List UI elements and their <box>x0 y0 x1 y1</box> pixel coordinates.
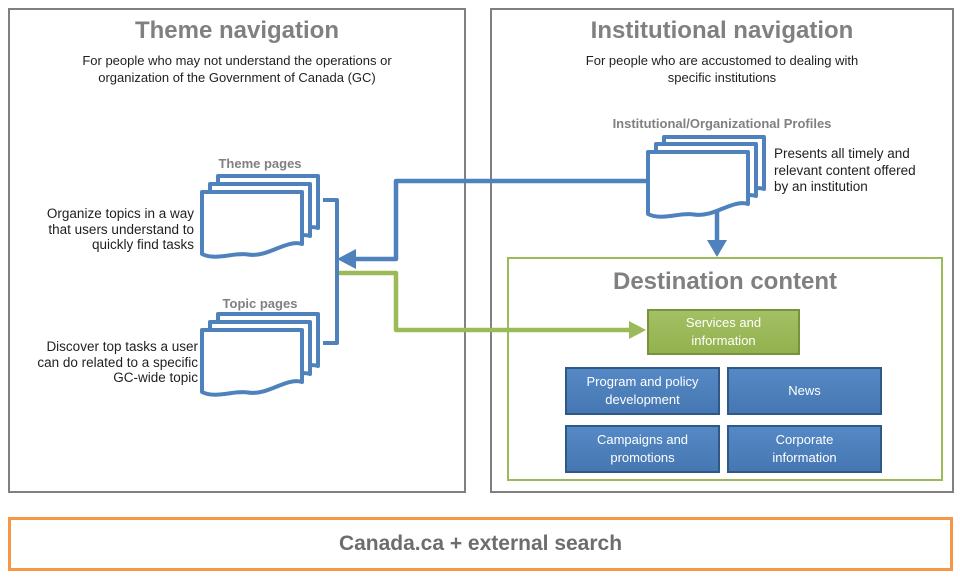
theme-pages-description: Organize topics in a way that users unde… <box>46 206 194 252</box>
corporate-information-box: Corporate information <box>727 425 882 473</box>
news-box: News <box>727 367 882 415</box>
canada-ca-search-label: Canada.ca + external search <box>338 532 623 555</box>
destination-content-panel: Destination content Services and informa… <box>507 257 943 481</box>
services-and-information-box: Services and information <box>647 309 800 355</box>
theme-panel-subtitle: For people who may not understand the op… <box>82 53 392 85</box>
destination-content-title: Destination content <box>612 268 837 295</box>
profiles-description: Presents all timely and relevant content… <box>774 146 916 194</box>
profiles-label: Institutional/Organizational Profiles <box>612 116 832 131</box>
institutional-panel-title: Institutional navigation <box>590 17 854 44</box>
canada-ca-search-bar: Canada.ca + external search <box>8 517 953 571</box>
institutional-panel-subtitle: For people who are accustomed to dealing… <box>585 53 859 85</box>
theme-navigation-panel: Theme navigation For people who may not … <box>8 8 466 493</box>
topic-pages-label: Topic pages <box>222 296 298 311</box>
topic-pages-description: Discover top tasks a user can do related… <box>37 339 198 385</box>
theme-pages-label: Theme pages <box>218 156 302 171</box>
program-and-policy-box: Program and policy development <box>565 367 720 415</box>
campaigns-and-promotions-box: Campaigns and promotions <box>565 425 720 473</box>
theme-panel-title: Theme navigation <box>134 17 340 44</box>
